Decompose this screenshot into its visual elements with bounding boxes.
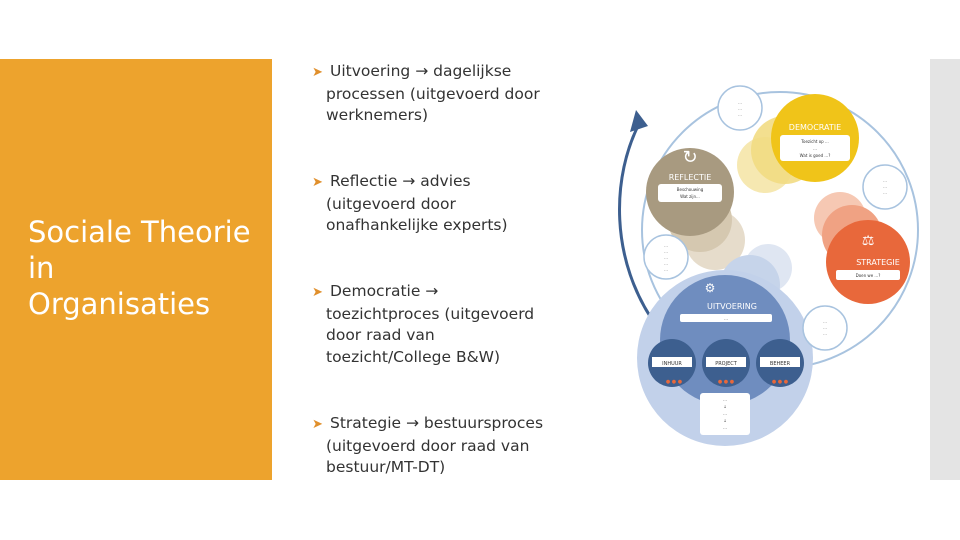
people-icon: ● ● ● bbox=[772, 379, 789, 385]
strategie-caption-box bbox=[836, 270, 900, 280]
bullet-text: Democratie → bbox=[330, 282, 439, 300]
bullet-text: (uitgevoerd door bbox=[326, 194, 456, 213]
title-panel bbox=[0, 59, 272, 480]
bullet-text: (uitgevoerd door raad van bbox=[326, 436, 530, 455]
project-label-box bbox=[706, 357, 746, 367]
slide-title-line: in bbox=[28, 251, 55, 285]
connector-label: ... bbox=[664, 249, 668, 254]
arrow-head-icon bbox=[630, 110, 648, 132]
inhuur-label-box bbox=[652, 357, 692, 367]
bullet-text: Uitvoering → dagelijkse bbox=[330, 62, 512, 80]
connector-label: ... bbox=[883, 190, 887, 195]
connector-label: ... bbox=[664, 255, 668, 260]
gear-icon: ⚙ bbox=[705, 281, 716, 295]
uitvoering-title: UITVOERING bbox=[707, 302, 757, 311]
project-label: PROJECT bbox=[715, 361, 738, 367]
bullet-democratie: ➤ Democratie → toezichtproces (uitgevoerd… bbox=[312, 281, 596, 368]
connector-label: ... bbox=[664, 243, 668, 248]
slide-title-line: Organisaties bbox=[28, 287, 211, 321]
side-bar bbox=[930, 59, 960, 480]
connector-label: ... bbox=[883, 178, 887, 183]
bullet-text: door raad van bbox=[326, 326, 435, 344]
connector-label-circle bbox=[802, 305, 848, 351]
reflectie-caption: Beschouwing bbox=[677, 187, 704, 192]
democratie-caption: ... bbox=[813, 146, 817, 151]
connector-label: ... bbox=[738, 112, 742, 117]
beheer-label: BEHEER bbox=[770, 361, 791, 367]
bullet-icon: ➤ bbox=[312, 65, 323, 80]
bullet-text: Reflectie → advies bbox=[330, 172, 471, 190]
cycle-arrow bbox=[618, 121, 660, 329]
strategie-circle bbox=[826, 220, 910, 304]
people-icon: ● ● ● bbox=[666, 379, 683, 385]
bullet-strategie: ➤ Strategie → bestuursproces (uitgevoerd … bbox=[312, 413, 596, 479]
scale-icon: ⚖ bbox=[862, 233, 875, 249]
bullet-uitvoering: ➤ Uitvoering → dagelijkse processen (uitg… bbox=[312, 61, 596, 127]
democratie-caption-box bbox=[780, 135, 850, 161]
uitvoering-bottom-text: ... bbox=[723, 425, 727, 430]
strategie-caption: Doen we ...? bbox=[856, 273, 881, 278]
democratie-caption: Wat is goed ...? bbox=[800, 153, 831, 158]
governance-cycle-diagram: DEMOCRATIE Toezicht op ... ... Wat is go… bbox=[600, 80, 930, 480]
uitvoering-bottom-text: ... bbox=[723, 411, 727, 416]
uitvoering-subtitle: ... bbox=[724, 316, 728, 321]
slide-title: Sociale Theorie in Organisaties bbox=[28, 214, 268, 322]
bullet-text: bestuur/MT-DT) bbox=[326, 458, 446, 476]
bullet-text: onafhankelijke experts) bbox=[326, 216, 508, 234]
strategie-title: STRATEGIE bbox=[856, 258, 900, 267]
connector-label: ... bbox=[664, 267, 668, 272]
uitvoering-bottom-box bbox=[700, 393, 750, 435]
slide-title-line: Sociale Theorie bbox=[28, 215, 251, 249]
connector-label-circle bbox=[862, 164, 908, 210]
people-icon: ● ● ● bbox=[718, 379, 735, 385]
bullet-text: toezichtproces (uitgevoerd bbox=[326, 304, 535, 323]
connector-label: ... bbox=[823, 319, 827, 324]
connector-label: ... bbox=[883, 184, 887, 189]
down-arrow-icon: ↓ bbox=[723, 404, 726, 409]
connector-label: ... bbox=[823, 331, 827, 336]
uitvoering-subtitle-box bbox=[680, 314, 772, 322]
bullet-text: toezicht/College B&W) bbox=[326, 347, 501, 366]
diagram-svg: DEMOCRATIE Toezicht op ... ... Wat is go… bbox=[618, 85, 919, 446]
connector-label: ... bbox=[823, 325, 827, 330]
uitvoering-bottom-text: ... bbox=[723, 397, 727, 402]
reflectie-title: REFLECTIE bbox=[669, 173, 712, 182]
down-arrow-icon: ↓ bbox=[723, 418, 726, 423]
connector-label-circle bbox=[717, 85, 763, 131]
democratie-caption: Toezicht op ... bbox=[800, 139, 829, 144]
bullet-reflectie: ➤ Reflectie → advies (uitgevoerd door ona… bbox=[312, 171, 596, 237]
reflectie-caption-box bbox=[658, 184, 722, 202]
connector-label: ... bbox=[738, 106, 742, 111]
bullet-icon: ➤ bbox=[312, 175, 323, 190]
bullet-icon: ➤ bbox=[312, 417, 323, 432]
connector-label-circle bbox=[643, 234, 689, 280]
connector-label: ... bbox=[664, 261, 668, 266]
reflectie-caption: Wat zijn... bbox=[680, 194, 700, 199]
bullet-text: werknemers) bbox=[326, 106, 429, 124]
democratie-title: DEMOCRATIE bbox=[789, 123, 841, 132]
reflectie-refresh-icon: ↻ bbox=[682, 147, 697, 168]
bullet-icon: ➤ bbox=[312, 285, 323, 300]
bullet-text: Strategie → bestuursproces bbox=[330, 414, 544, 432]
beheer-label-box bbox=[760, 357, 800, 367]
inhuur-label: INHUUR bbox=[662, 361, 682, 367]
bullet-text: processen (uitgevoerd door bbox=[326, 84, 540, 103]
connector-label: ... bbox=[738, 100, 742, 105]
